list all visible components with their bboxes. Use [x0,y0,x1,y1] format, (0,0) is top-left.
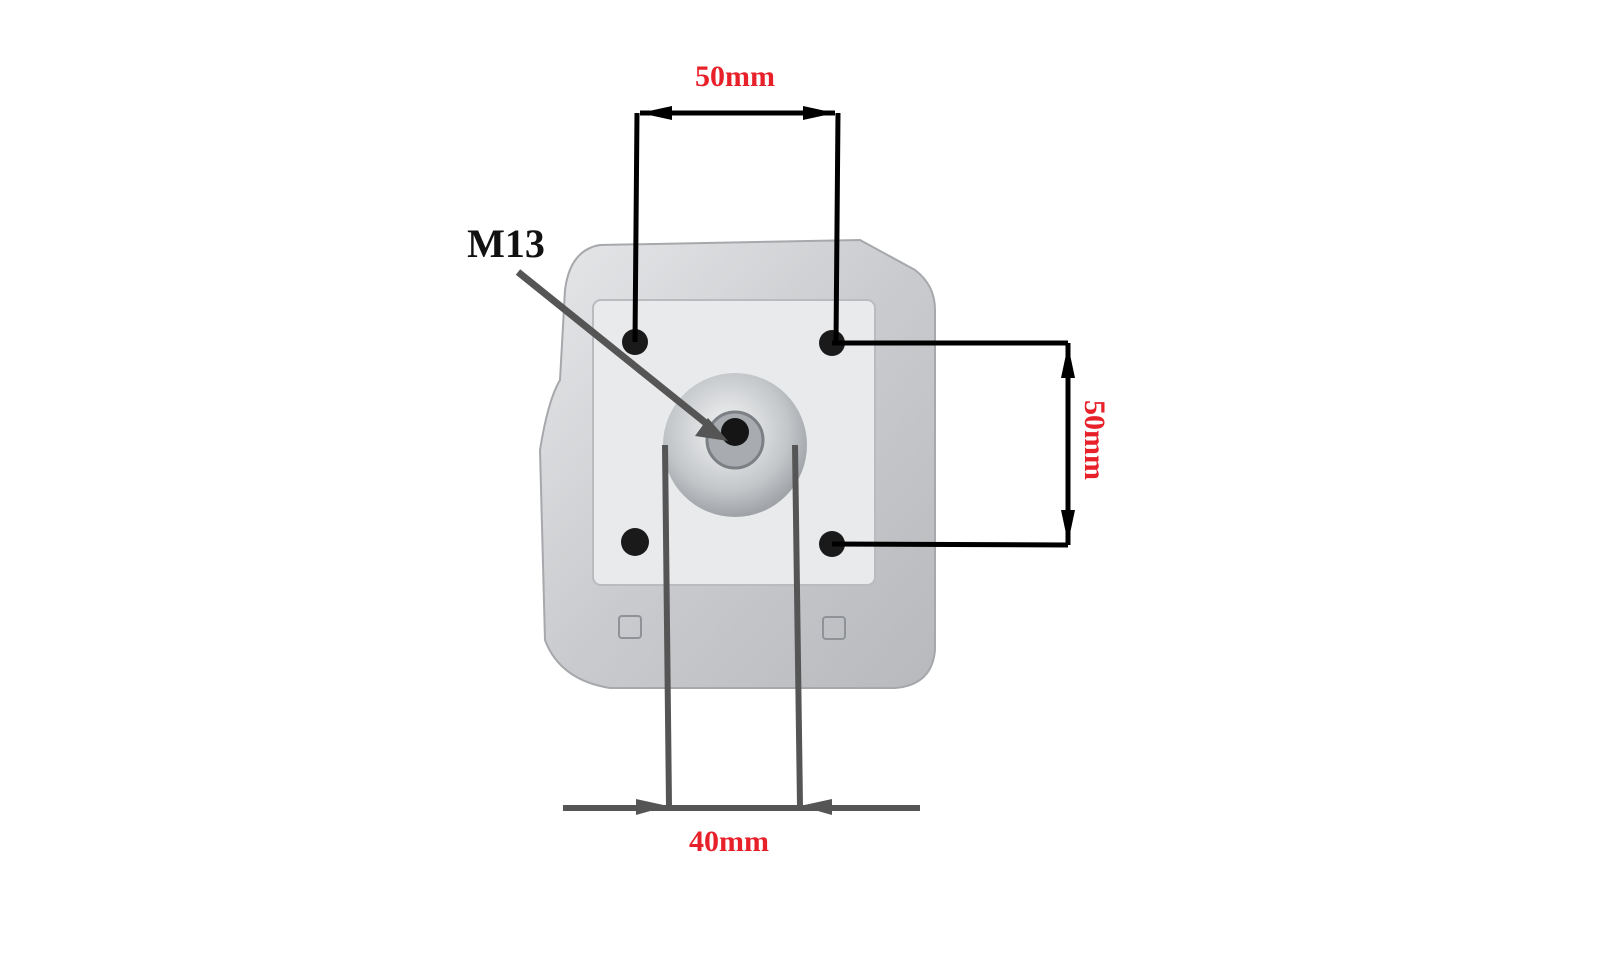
top-dimension-label: 50mm [695,60,775,93]
right-dimension [831,340,1075,548]
thread-size-label: M13 [467,221,545,266]
bolt-hole-bottom-left [621,528,649,556]
thread-leader-arrow [515,269,728,441]
right-dimension-label: 50mm [1078,400,1111,480]
cast-mark-left [618,615,642,639]
bottom-dimension [563,444,920,815]
cast-mark-right [822,616,846,640]
cylinder-head-part [538,238,936,689]
thread-bore [721,418,749,446]
bottom-dimension-label: 40mm [689,825,769,858]
top-dimension [632,106,841,344]
